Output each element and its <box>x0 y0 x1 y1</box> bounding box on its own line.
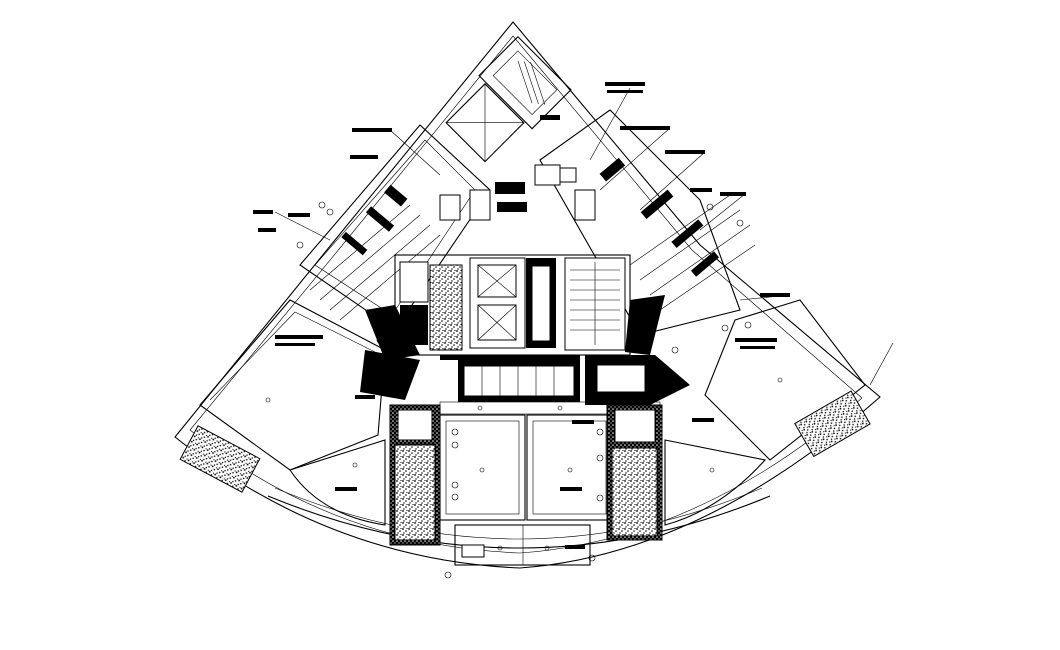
annotation-labels <box>253 82 791 549</box>
tag-circles <box>296 201 752 579</box>
lower-rooms <box>289 414 767 566</box>
central-core <box>394 254 631 356</box>
stippled-shafts <box>389 404 663 546</box>
lobby-strip <box>439 360 661 415</box>
upper-right-wing <box>534 109 756 336</box>
stippled-terraces <box>179 390 871 493</box>
black-walls <box>360 295 690 405</box>
upper-left-wing <box>299 124 527 331</box>
top-stair-block <box>445 35 572 163</box>
